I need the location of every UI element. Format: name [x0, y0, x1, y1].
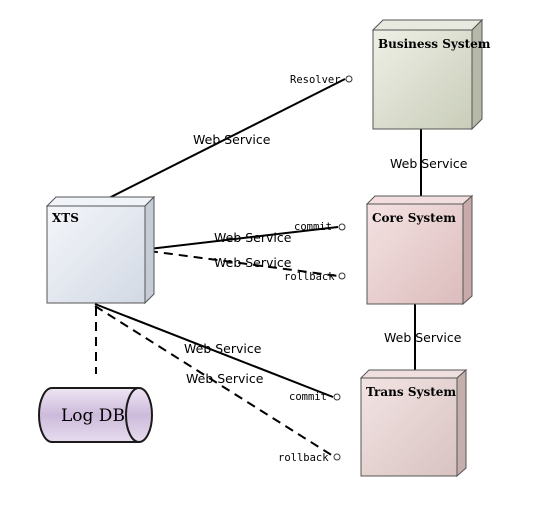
edge-label-business-core: Web Service: [390, 156, 468, 171]
edge-xts-business: [100, 78, 346, 203]
node-business-label: Business System: [378, 37, 491, 51]
edge-label-xts-trans-rollback: Web Service: [186, 371, 264, 386]
port-label-trans-commit: commit: [289, 391, 327, 403]
node-core-system[interactable]: Core System: [365, 194, 474, 306]
port-trans-rollback: [333, 453, 341, 461]
node-trans-side: [456, 368, 467, 478]
database-log-db[interactable]: Log DB: [38, 387, 153, 443]
node-xts[interactable]: XTS: [45, 195, 156, 305]
connectors: [94, 78, 422, 457]
node-business-top: [371, 19, 484, 31]
node-business-face: [372, 29, 473, 130]
edge-label-core-trans: Web Service: [384, 330, 462, 345]
port-resolver: [345, 75, 353, 83]
port-labels: Resolver commit rollback commit rollback: [278, 74, 341, 464]
port-label-resolver: Resolver: [290, 74, 341, 86]
port-label-trans-rollback: rollback: [278, 452, 329, 464]
edge-xts-core-rollback: [148, 250, 339, 277]
node-core-face: [366, 203, 464, 305]
node-trans-label: Trans System: [366, 385, 456, 399]
node-xts-label: XTS: [52, 211, 79, 225]
port-core-rollback: [338, 272, 346, 280]
node-trans-top: [359, 369, 468, 379]
node-business-system[interactable]: Business System: [371, 18, 491, 131]
edge-xts-trans-rollback: [94, 305, 334, 457]
ports: [333, 75, 353, 461]
node-core-top: [365, 195, 474, 205]
node-core-side: [462, 194, 473, 306]
edge-label-xts-business: Web Service: [193, 132, 271, 147]
node-xts-top: [45, 196, 156, 207]
port-label-core-commit: commit: [294, 221, 332, 233]
edge-xts-core-commit: [148, 226, 339, 250]
port-core-commit: [338, 223, 346, 231]
node-trans-system[interactable]: Trans System: [359, 368, 468, 478]
port-label-core-rollback: rollback: [284, 271, 335, 283]
edge-xts-trans-commit: [94, 303, 334, 398]
edge-labels: Web Service Web Service Web Service Web …: [184, 132, 468, 386]
database-label: Log DB: [61, 406, 125, 426]
port-trans-commit: [333, 393, 341, 401]
node-xts-face: [46, 205, 146, 304]
database-cap: [125, 387, 140, 443]
node-trans-face: [360, 377, 458, 477]
edge-label-xts-core-commit: Web Service: [214, 230, 292, 245]
edge-label-xts-core-rollback: Web Service: [214, 255, 292, 270]
node-core-label: Core System: [372, 211, 456, 225]
node-xts-side: [144, 195, 155, 305]
edge-label-xts-trans-commit: Web Service: [184, 341, 262, 356]
